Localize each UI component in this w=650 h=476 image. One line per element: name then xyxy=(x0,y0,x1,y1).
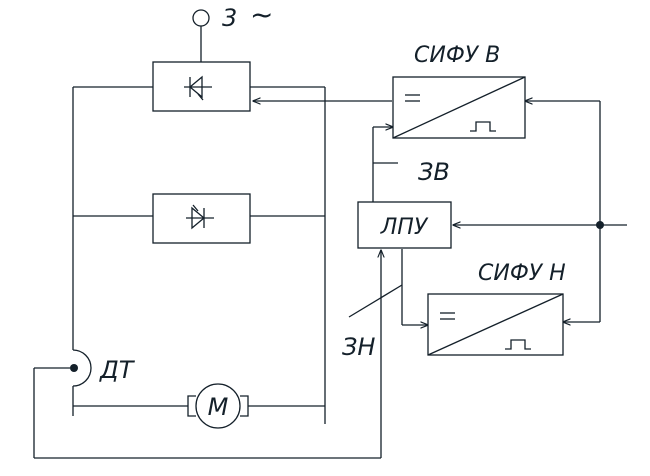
sifu-n-block: СИФУ Н xyxy=(427,261,566,356)
lpu-block: ЛПУ xyxy=(357,201,452,249)
motor-symbol: М xyxy=(187,383,249,429)
zn-label: ЗН xyxy=(342,333,375,361)
sifu-v-block: СИФУ В xyxy=(392,43,526,139)
supply-label: 3 xyxy=(222,4,237,32)
sifu-n-label: СИФУ Н xyxy=(478,261,566,286)
forward-thyristor-bridge xyxy=(152,61,251,112)
reverse-thyristor-bridge xyxy=(152,193,251,244)
thyristor-icon xyxy=(186,204,214,230)
control-wiring xyxy=(33,101,627,459)
current-sensor: ДТ xyxy=(70,341,136,396)
thyristor-icon xyxy=(184,75,212,101)
lpu-label: ЛПУ xyxy=(380,215,429,240)
dt-label: ДТ xyxy=(99,356,136,384)
sifu-v-label: СИФУ В xyxy=(414,43,500,68)
ac-symbol: ~ xyxy=(250,0,273,31)
motor-label: М xyxy=(208,393,229,421)
zv-label: ЗВ xyxy=(418,158,450,186)
ac-supply-terminal: 3 ~ xyxy=(192,0,273,62)
